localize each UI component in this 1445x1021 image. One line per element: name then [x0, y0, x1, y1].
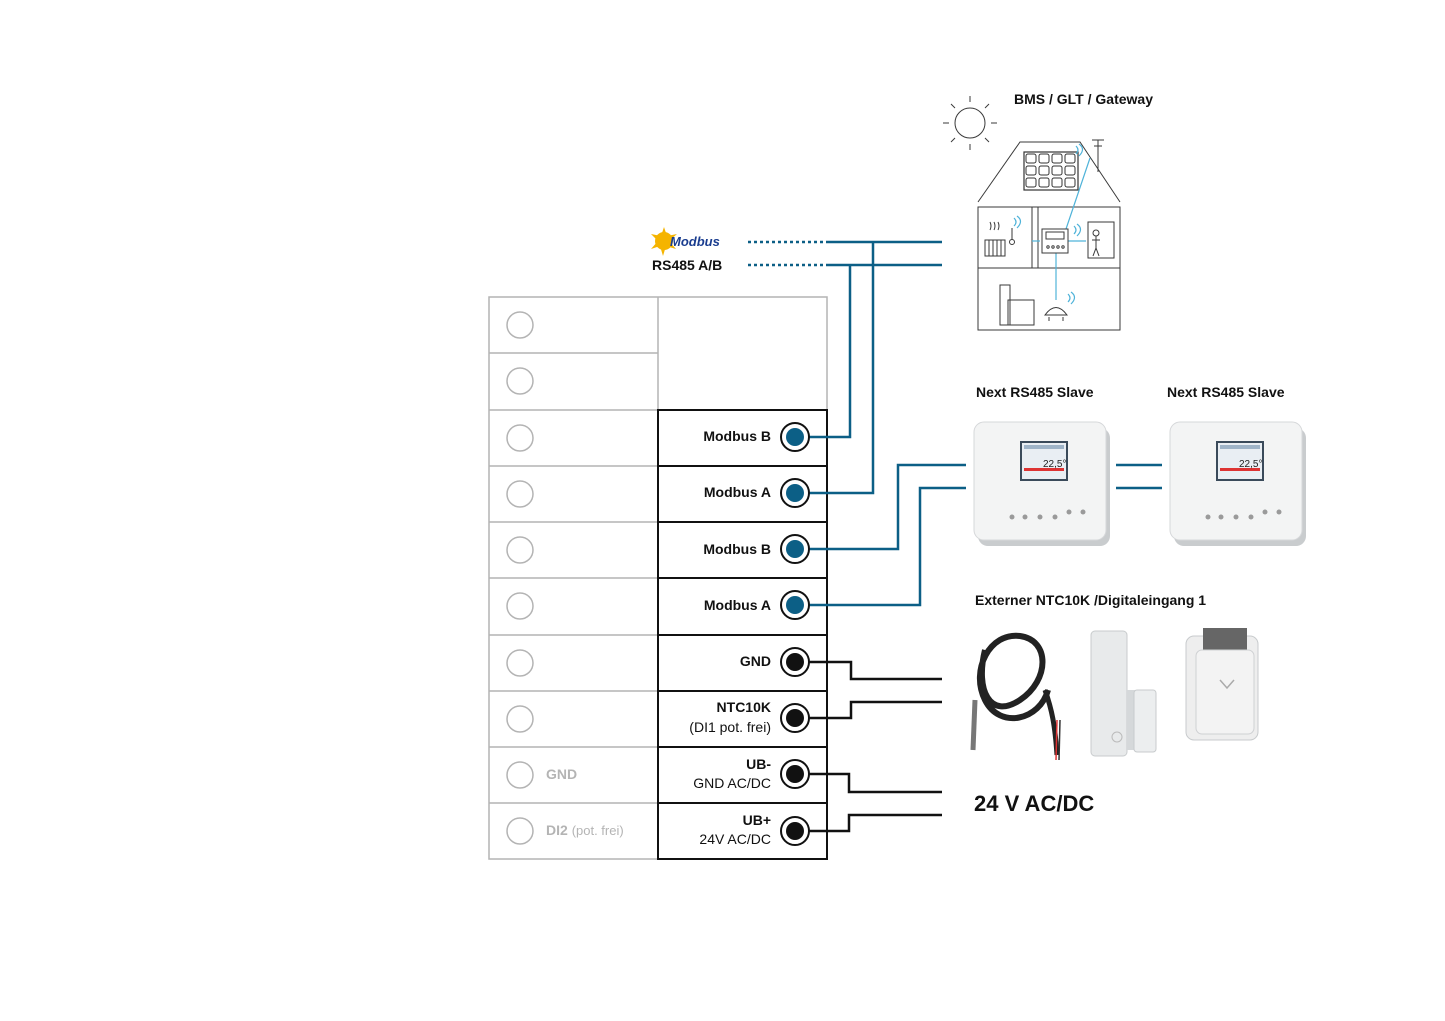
radiator-icon	[984, 221, 1006, 257]
antenna-icon	[1092, 139, 1104, 172]
terminal-ub-minus	[780, 759, 810, 789]
terminal-label-modbus-b: Modbus B	[703, 541, 771, 557]
door-contact-sensor	[1090, 630, 1157, 757]
terminal-ntc10k	[780, 703, 810, 733]
right-terminal-box	[657, 409, 828, 860]
terminal-dot	[786, 653, 804, 671]
terminal-dots	[780, 422, 810, 846]
sensors-title: Externer NTC10K /Digitaleingang 1	[975, 592, 1207, 608]
building-illustration	[943, 96, 1121, 331]
modbus-logo-icon: Modbus	[651, 227, 720, 256]
terminal-label-ub-minus: UB-	[746, 756, 771, 772]
terminal-sublabel-24v-acdc: 24V AC/DC	[699, 831, 771, 847]
terminal-modbus-a-2	[780, 590, 810, 620]
modbus-logo-text: Modbus	[670, 234, 720, 249]
power-sensor-wires	[809, 660, 942, 833]
left-label-di2-text: DI2	[546, 822, 568, 838]
terminal-modbus-b-1	[780, 422, 810, 452]
slave2-label: Next RS485 Slave	[1167, 384, 1285, 400]
terminal-label-modbus-a: Modbus A	[703, 484, 771, 500]
room-controller-icon	[1041, 228, 1069, 254]
slave-device-1: 22,5°	[973, 421, 1110, 546]
wifi-icon	[1013, 143, 1084, 305]
thermometer-icon	[1009, 228, 1015, 245]
left-terminal-circles	[506, 311, 534, 845]
keycard-switch	[1185, 628, 1259, 741]
sun-icon	[943, 96, 997, 150]
display-temperature: 22,5°	[1043, 459, 1066, 470]
terminal-dot	[786, 484, 804, 502]
terminal-sublabel-di1: (DI1 pot. frei)	[689, 719, 771, 735]
roof-outline	[977, 141, 1121, 203]
solar-panel-icon	[1023, 151, 1079, 191]
left-label-di2-suffix: (pot. frei)	[571, 823, 624, 838]
building-network-lines	[1032, 157, 1091, 300]
terminal-dot	[786, 765, 804, 783]
terminal-label-modbus-a: Modbus A	[703, 597, 771, 613]
terminal-modbus-a-1	[780, 478, 810, 508]
display-temperature: 22,5°	[1239, 459, 1262, 470]
terminal-dot	[786, 596, 804, 614]
terminal-label-gnd: GND	[739, 653, 771, 669]
terminal-modbus-b-2	[780, 534, 810, 564]
terminal-label-ntc10k: NTC10K	[716, 699, 771, 715]
terminal-ub-plus	[780, 816, 810, 846]
ntc-cable-sensor	[970, 632, 1061, 761]
boiler-icon	[999, 284, 1035, 326]
terminal-gnd	[780, 647, 810, 677]
bms-title: BMS / GLT / Gateway	[1014, 91, 1153, 107]
terminal-label-modbus-b: Modbus B	[703, 428, 771, 444]
rs485-label: RS485 A/B	[652, 257, 723, 273]
terminal-block	[488, 296, 828, 860]
terminal-dot	[786, 540, 804, 558]
slave1-label: Next RS485 Slave	[976, 384, 1094, 400]
terminal-sublabel-gnd-acdc: GND AC/DC	[693, 775, 771, 791]
terminal-dot	[786, 822, 804, 840]
slave-device-2: 22,5°	[1169, 421, 1306, 546]
terminal-dot	[786, 428, 804, 446]
power-label: 24 V AC/DC	[974, 791, 1095, 816]
sensor-icon	[1044, 307, 1068, 321]
terminal-label-ub-plus: UB+	[742, 812, 771, 828]
modbus-bus-wires	[748, 240, 1162, 607]
terminal-dot	[786, 709, 804, 727]
person-door-icon	[1087, 221, 1115, 259]
left-label-gnd: GND	[546, 766, 578, 782]
left-label-di2: DI2 (pot. frei)	[546, 822, 624, 838]
